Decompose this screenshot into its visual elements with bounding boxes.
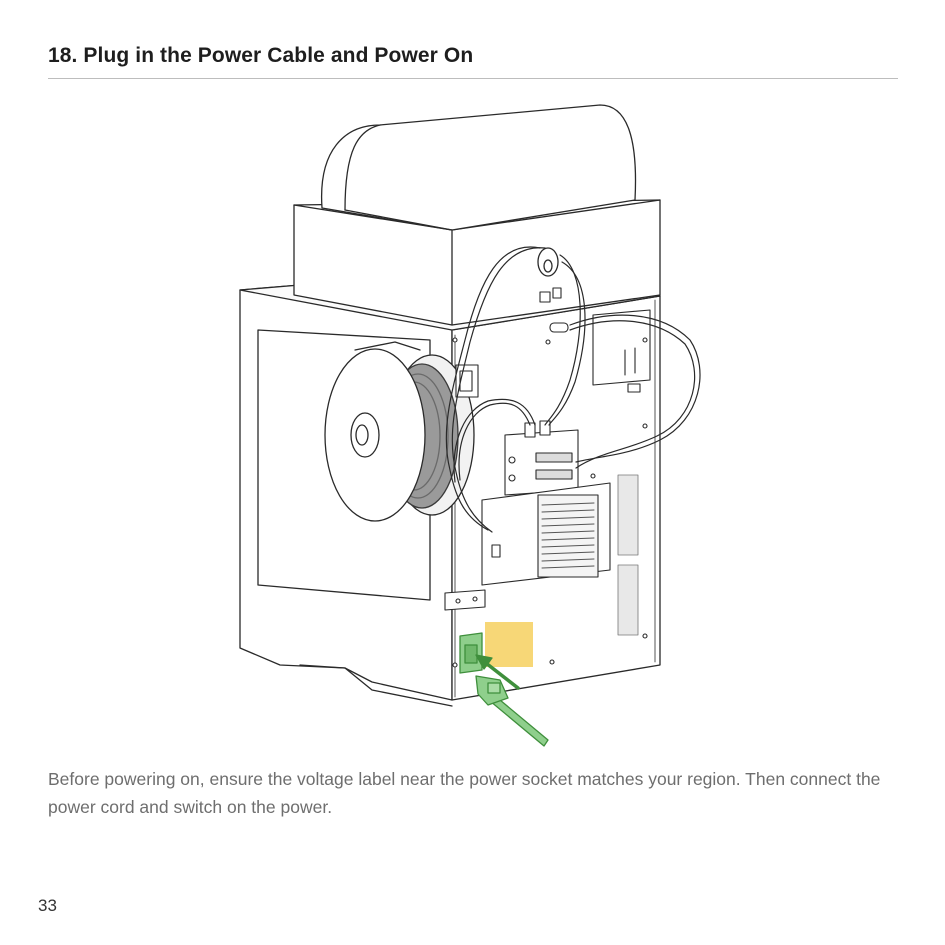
instruction-text: Before powering on, ensure the voltage l…: [48, 769, 881, 817]
drybox: [293, 104, 661, 326]
page-title: 18. Plug in the Power Cable and Power On: [48, 44, 474, 67]
power-cord: [475, 675, 549, 747]
filament-spool: [324, 341, 475, 522]
filament-tubes: [445, 246, 701, 533]
voltage-label: [485, 622, 533, 667]
page-number: 33: [38, 896, 57, 915]
title-divider: [48, 78, 898, 79]
rear-panel-details: [444, 287, 651, 668]
power-socket: [459, 632, 483, 674]
insert-arrow: [475, 654, 520, 690]
